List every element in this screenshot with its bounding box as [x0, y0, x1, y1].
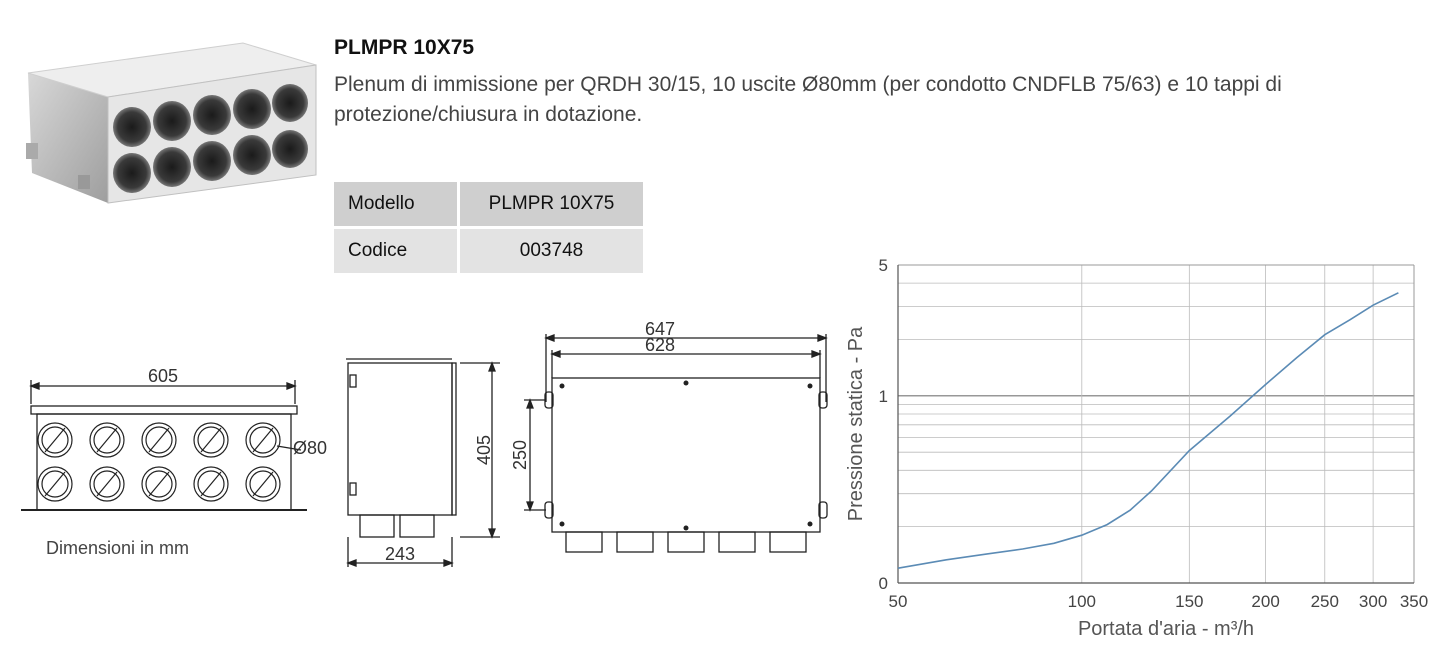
chart-y-tick-label: 1	[879, 387, 888, 406]
chart-y-tick-label: 5	[879, 256, 888, 275]
dimensions-note: Dimensioni in mm	[46, 538, 190, 558]
spec-header-label: Modello	[334, 182, 460, 229]
side-view-drawing: 405 243	[346, 358, 500, 567]
top-inner-label: 628	[645, 335, 675, 355]
chart-series-line	[897, 292, 1399, 569]
chart-x-tick-label: 150	[1175, 592, 1203, 611]
side-depth-label: 243	[385, 544, 415, 564]
front-view-drawing: 605 Ø80	[21, 366, 327, 511]
chart-x-tick-label: 50	[889, 592, 908, 611]
top-outer-label: 647	[645, 319, 675, 339]
chart-x-tick-label: 300	[1359, 592, 1387, 611]
spec-row-label: Codice	[334, 227, 460, 273]
side-height-label: 405	[474, 435, 494, 465]
spec-header-value: PLMPR 10X75	[458, 182, 643, 229]
chart-y-axis-title: Pressione statica - Pa	[845, 326, 867, 521]
chart-ticks: 50 100 150 200 250 300 350 0 1 5	[879, 256, 1429, 611]
chart-x-axis-title: Portata d'aria - m³/h	[1078, 618, 1254, 640]
chart-x-tick-label: 250	[1311, 592, 1339, 611]
outlet-diameter-label: Ø80	[293, 438, 327, 458]
chart-grid	[897, 264, 1415, 584]
spec-row-value: 003748	[458, 227, 643, 273]
product-title: PLMPR 10X75	[334, 36, 475, 59]
chart-x-tick-label: 100	[1068, 592, 1096, 611]
chart-x-tick-label: 200	[1251, 592, 1279, 611]
chart-x-tick-label: 350	[1400, 592, 1428, 611]
top-hole-spacing-label: 250	[512, 440, 530, 470]
product-description: Plenum di immissione per QRDH 30/15, 10 …	[334, 73, 1282, 126]
spec-table: Modello PLMPR 10X75 Codice 003748	[334, 182, 643, 273]
product-photo	[26, 42, 317, 204]
front-width-label: 605	[148, 366, 178, 386]
chart-y-tick-label: 0	[879, 574, 888, 593]
pressure-flow-chart: 50 100 150 200 250 300 350 0 1 5 Portata d'aria -…	[845, 256, 1429, 640]
top-view-drawing: 647 628 250	[512, 319, 828, 553]
spec-header-row: Modello PLMPR 10X75	[334, 182, 643, 229]
spec-row: Codice 003748	[334, 227, 643, 273]
